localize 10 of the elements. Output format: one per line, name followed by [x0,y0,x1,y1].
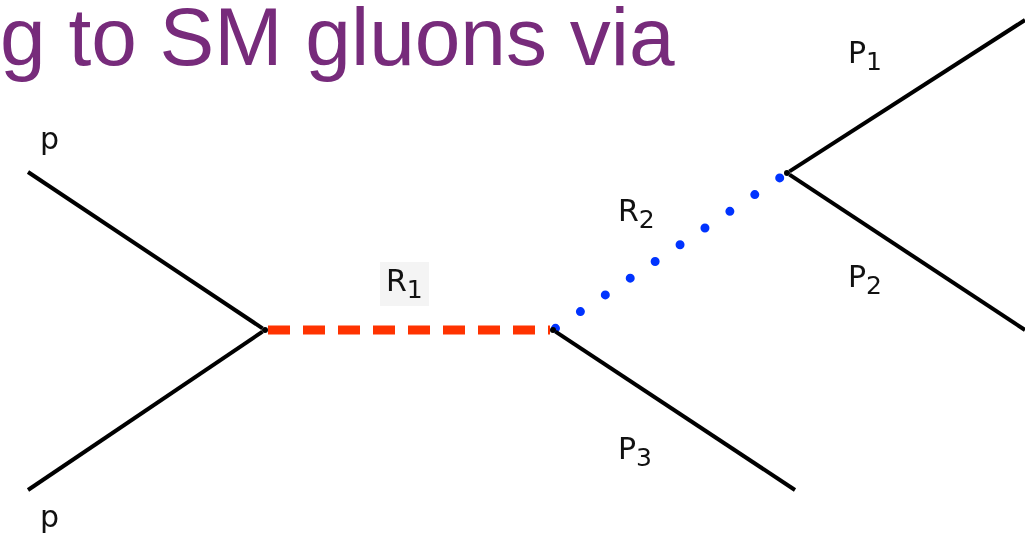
particle-line [26,170,264,330]
particle-line [788,18,1025,174]
particle-line [554,330,797,492]
dashed-line [268,325,550,335]
edge-label: R$_{1}$ [380,262,429,306]
vertex-dot [262,327,268,333]
particle-line [788,173,1025,332]
particle-line [26,330,264,492]
vertex-dot [550,327,556,333]
vertex-dot [784,170,790,176]
